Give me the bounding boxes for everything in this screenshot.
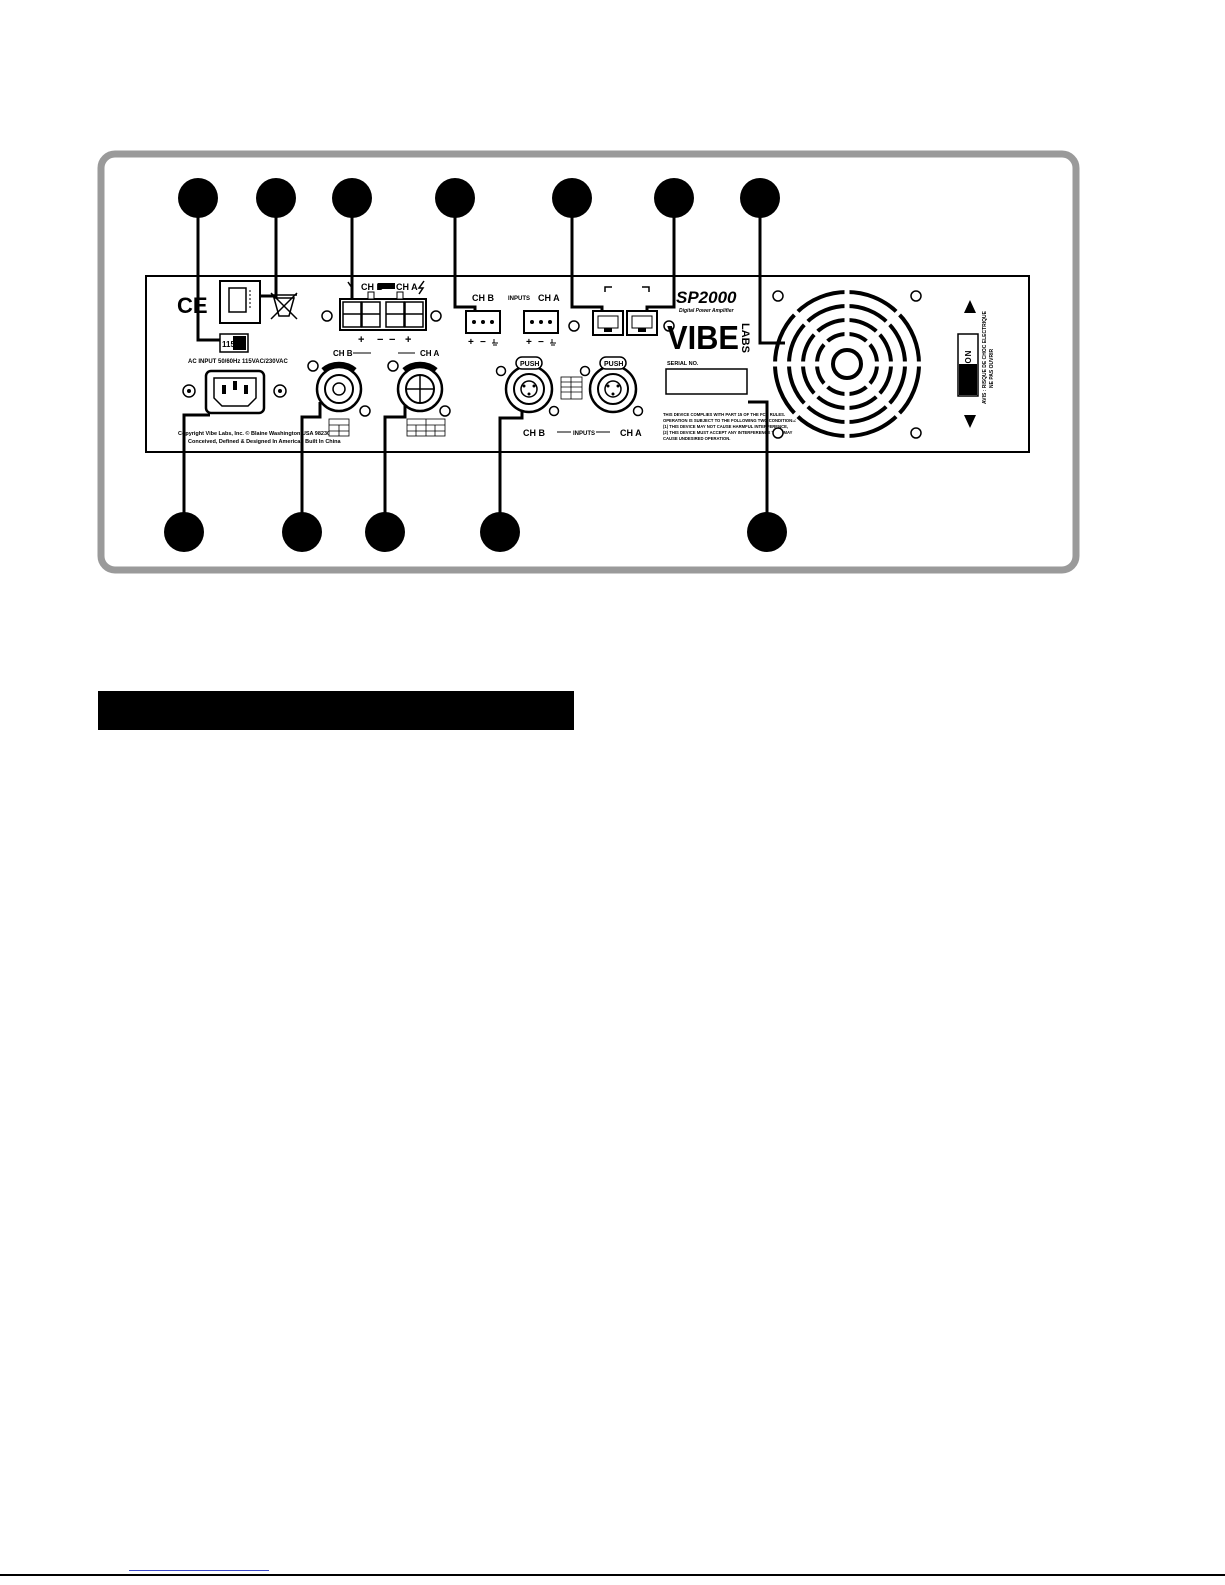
copyright-line-1: Copyright Vibe Labs, Inc. © Blaine Washi… xyxy=(178,430,330,437)
phoenix-input-ch-a[interactable] xyxy=(523,310,559,334)
serial-label: SERIAL NO. xyxy=(667,361,699,367)
copyright-line-2: Conceived, Defined & Designed In America… xyxy=(188,439,342,445)
output-plus-b: + xyxy=(358,334,364,346)
serial-number-plate xyxy=(665,368,748,395)
caution-label xyxy=(957,333,979,397)
callout-marker-12 xyxy=(747,512,787,552)
xlr-inputs-label: INPUTS xyxy=(573,431,595,437)
caution-french-line-1: AVIS : RISQUE DE CHOC ELECTRIQUE xyxy=(982,310,988,404)
phoenix-b-minus: − xyxy=(480,337,486,348)
fcc-line-3: (1) THIS DEVICE MAY NOT CAUSE HARMFUL IN… xyxy=(663,424,788,429)
footer-link-underline[interactable] xyxy=(129,1570,269,1571)
model-subtitle: Digital Power Amplifier xyxy=(679,308,735,314)
callout-marker-2 xyxy=(256,178,296,218)
speakon-output-ch-a[interactable] xyxy=(387,360,451,417)
output-minus-a: − xyxy=(389,334,395,346)
callout-marker-4 xyxy=(435,178,475,218)
shock-hazard-icon xyxy=(964,415,976,428)
page-footer-rule xyxy=(0,1574,1225,1576)
ground-icon-b xyxy=(492,339,498,346)
leader-8 xyxy=(182,413,210,526)
push-label-ch-b: PUSH xyxy=(520,361,539,368)
xlr-pinout-table xyxy=(560,376,583,400)
voltage-selector[interactable]: 115 xyxy=(219,333,249,353)
phoenix-inputs-label: INPUTS xyxy=(508,296,530,302)
callout-markers xyxy=(164,178,787,552)
speakon-pinout-ch-a xyxy=(406,418,446,437)
speakon-ch-b-label: CH B xyxy=(333,349,353,358)
outputs-ch-b-label: CH B xyxy=(361,282,383,292)
leader-1 xyxy=(196,214,220,342)
fcc-line-4: (2) THIS DEVICE MUST ACCEPT ANY INTERFER… xyxy=(663,430,793,435)
speakon-output-ch-b[interactable] xyxy=(307,360,371,417)
callout-marker-6 xyxy=(654,178,694,218)
caution-french-line-2: NE PAS OUVRIR xyxy=(989,349,995,388)
xlr-inputs-ch-a-label: CH A xyxy=(620,428,642,438)
voltage-value: 115 xyxy=(222,340,235,349)
terminal-tick-icon xyxy=(347,281,353,289)
push-label-ch-a: PUSH xyxy=(604,361,623,368)
brand-logo: VIBE xyxy=(667,319,739,356)
leader-2 xyxy=(258,214,278,298)
ce-mark: CE xyxy=(177,293,208,318)
rj45-port-1[interactable] xyxy=(568,310,624,336)
leader-12 xyxy=(748,400,769,526)
model-name: SP2000 xyxy=(676,288,737,307)
callout-marker-3 xyxy=(332,178,372,218)
xlr-combo-input-ch-b[interactable] xyxy=(495,356,560,417)
xlr-combo-input-ch-a[interactable] xyxy=(579,356,644,417)
fcc-line-1: THIS DEVICE COMPLIES WITH PART 15 OF THE… xyxy=(663,412,785,417)
brand-logo-labs: LABS xyxy=(739,323,751,353)
callout-marker-7 xyxy=(740,178,780,218)
phoenix-a-minus: − xyxy=(538,337,544,348)
ground-icon-a xyxy=(550,339,556,346)
callout-marker-9 xyxy=(282,512,322,552)
fcc-line-5: CAUSE UNDESIRED OPERATION. xyxy=(663,436,730,441)
output-minus-b: − xyxy=(377,334,383,346)
phoenix-ch-b-label: CH B xyxy=(472,293,494,303)
leader-9 xyxy=(300,402,322,526)
callout-marker-11 xyxy=(480,512,520,552)
power-switch[interactable] xyxy=(219,280,261,324)
caution-text: CAUTION xyxy=(964,350,973,393)
output-plus-a: + xyxy=(405,334,411,346)
phoenix-ch-a-label: CH A xyxy=(538,293,560,303)
outputs-label-plate xyxy=(378,283,395,289)
callout-marker-8 xyxy=(164,512,204,552)
warning-triangle-icon xyxy=(964,300,976,313)
rj45-port-2[interactable] xyxy=(626,310,675,336)
callout-marker-10 xyxy=(365,512,405,552)
xlr-inputs-ch-b-label: CH B xyxy=(523,428,545,438)
lightning-bolt-icon xyxy=(417,280,425,295)
speakon-pinout-ch-b xyxy=(328,418,350,437)
phoenix-input-ch-b[interactable] xyxy=(465,310,501,334)
ac-input-label: AC INPUT 50/60Hz 115VAC/230VAC xyxy=(188,359,288,365)
speakon-ch-a-label: CH A xyxy=(420,349,439,358)
phoenix-a-plus: + xyxy=(526,337,532,348)
iec-power-inlet xyxy=(182,369,287,415)
section-heading-bar xyxy=(98,691,574,730)
rj45-bracket xyxy=(604,286,650,292)
weee-bin-icon xyxy=(270,292,298,320)
fcc-line-2: OPERATION IS SUBJECT TO THE FOLLOWING TW… xyxy=(663,418,796,423)
outputs-ch-a-label: CH A xyxy=(396,282,418,292)
phoenix-b-plus: + xyxy=(468,337,474,348)
output-terminal-block xyxy=(321,291,442,331)
callout-marker-1 xyxy=(178,178,218,218)
leader-10 xyxy=(383,402,407,526)
callout-marker-5 xyxy=(552,178,592,218)
fan-grille-gaps xyxy=(769,286,925,442)
